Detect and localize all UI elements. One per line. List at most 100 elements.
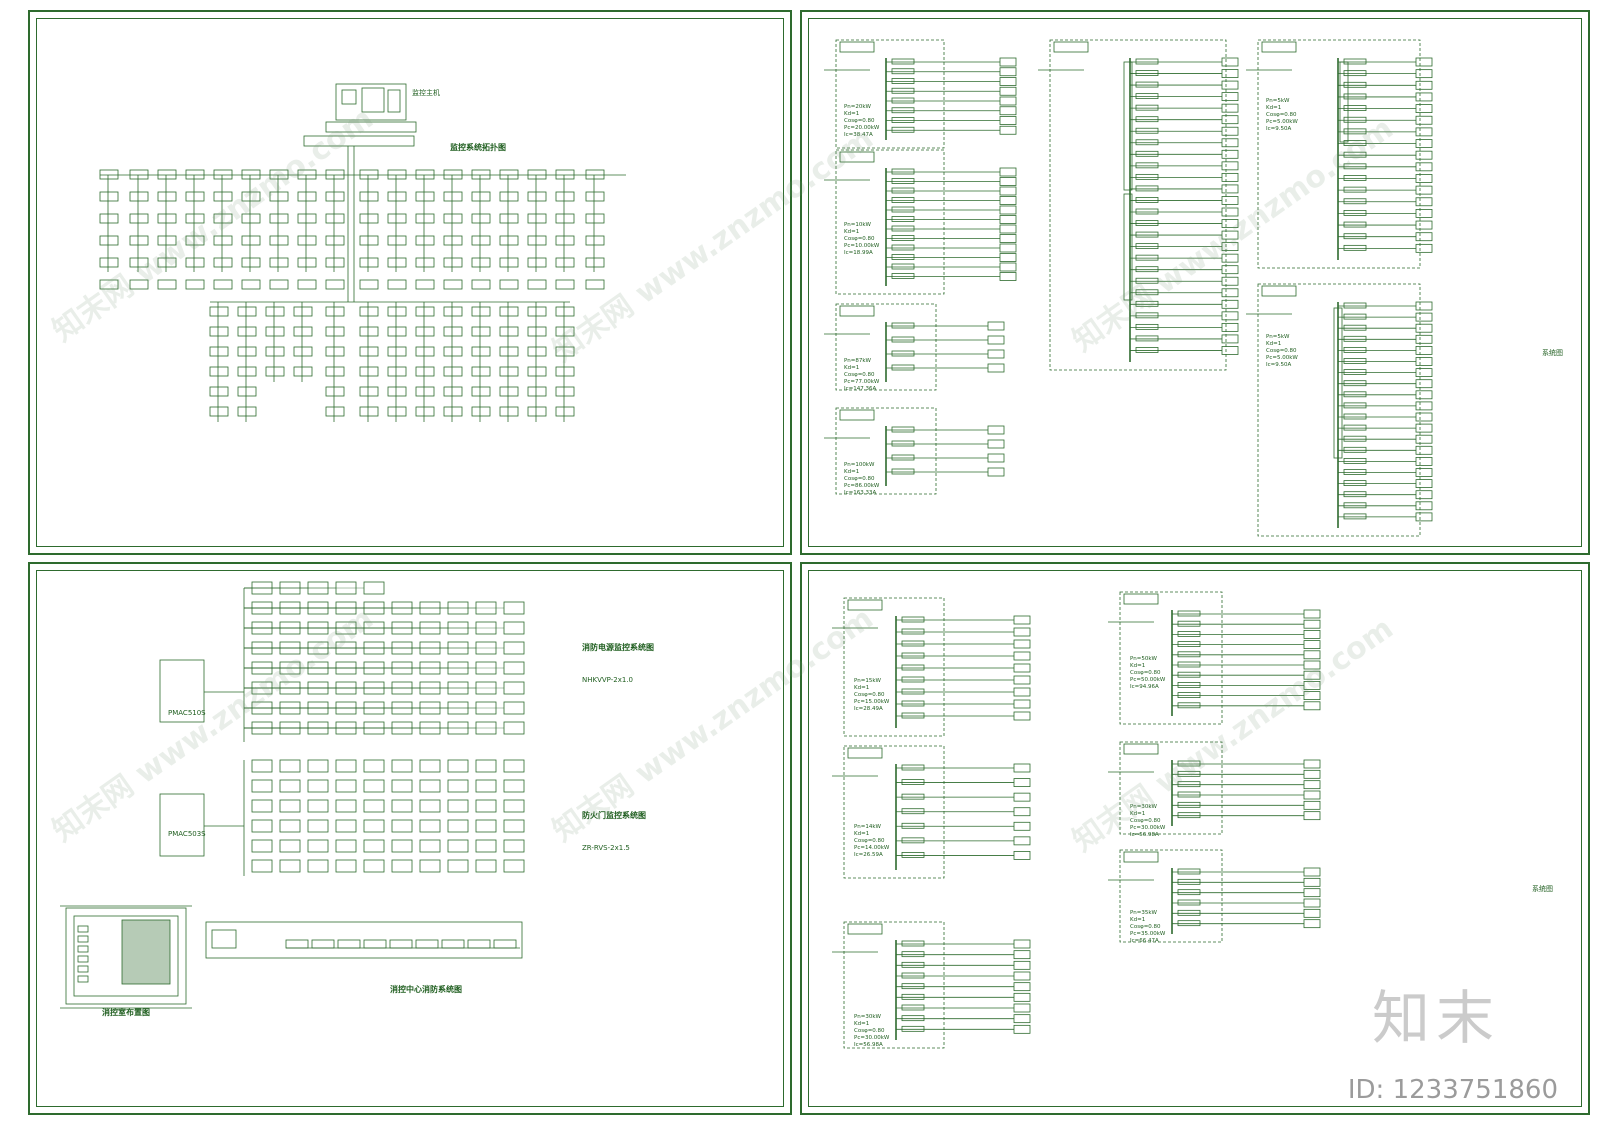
- feeder-tag: [987, 467, 1005, 477]
- meter-box: [415, 306, 435, 317]
- meter-box: [99, 191, 119, 202]
- meter-box: [209, 366, 229, 377]
- monitor-module: [363, 759, 385, 773]
- load-param-pn: Pn=5kW: [1266, 334, 1290, 340]
- feeder-tag: [1415, 345, 1433, 355]
- meter-box: [443, 366, 463, 377]
- breaker: [1343, 210, 1367, 216]
- breaker: [1343, 346, 1367, 353]
- feeder-tag: [1303, 670, 1321, 680]
- meter-box: [129, 191, 149, 202]
- meter-box: [443, 169, 463, 180]
- feeder-tag: [1013, 807, 1031, 817]
- breaker: [891, 225, 915, 232]
- feeder-tag: [1415, 390, 1433, 400]
- meter-box: [209, 306, 229, 317]
- breaker: [1343, 358, 1367, 364]
- monitor-module: [335, 859, 357, 873]
- breaker: [1135, 139, 1159, 146]
- breaker: [1135, 70, 1159, 76]
- breaker: [1135, 220, 1159, 226]
- sheet-frame: [36, 570, 784, 1107]
- feeder-tag: [1013, 851, 1031, 860]
- feeder-tag: [1303, 701, 1321, 711]
- topology-title: 监控系统拓扑图: [450, 143, 506, 152]
- panel-tag: [839, 409, 875, 421]
- meter-box: [499, 191, 519, 202]
- breaker: [1135, 312, 1159, 319]
- workstation-icon: [211, 929, 237, 949]
- feeder-tag: [999, 272, 1017, 281]
- load-param-ic: Ic=28.49A: [854, 706, 883, 712]
- load-param-kd: Kd=1: [1266, 341, 1282, 347]
- breaker: [1343, 513, 1367, 520]
- meter-box: [325, 386, 345, 397]
- breaker: [891, 117, 915, 123]
- sheet-footer: 系统图: [1532, 885, 1553, 893]
- feeder-tag: [1013, 982, 1031, 992]
- load-param-pn: Pn=100kW: [844, 462, 875, 468]
- panel-tag: [847, 923, 883, 935]
- breaker: [901, 676, 925, 683]
- meter-box: [555, 191, 575, 202]
- meter-box: [471, 279, 491, 290]
- breaker: [1135, 254, 1159, 261]
- feeder-tag: [1303, 898, 1321, 908]
- feeder-tag: [999, 205, 1017, 215]
- monitor-module: [279, 779, 301, 793]
- meter-box: [387, 366, 407, 377]
- load-param-kd: Kd=1: [844, 229, 860, 235]
- feeder-tag: [1221, 207, 1239, 217]
- meter-box: [213, 169, 233, 180]
- breaker: [1343, 244, 1367, 251]
- monitor-module: [391, 799, 413, 813]
- meter-box: [325, 191, 345, 202]
- breaker: [891, 244, 915, 251]
- feeder-tag: [1221, 219, 1239, 228]
- monitor-module: [251, 759, 273, 773]
- load-param-pc: Pc=30.00kW: [1130, 825, 1166, 831]
- feeder-tag: [1303, 650, 1321, 660]
- feeder-tag: [1415, 232, 1433, 242]
- cabinet: [77, 975, 89, 983]
- load-param-ic: Ic=38.47A: [844, 132, 873, 138]
- load-param-pc: Pc=35.00kW: [1130, 931, 1166, 937]
- meter-box: [265, 346, 285, 357]
- feeder-tag: [987, 425, 1005, 435]
- load-param-pn: Pn=20kW: [844, 104, 871, 110]
- feeder-tag: [1303, 811, 1321, 821]
- meter-box: [241, 213, 261, 224]
- feeder-tag: [1303, 769, 1321, 779]
- feeder-tag: [999, 116, 1017, 125]
- feeder-tag: [1415, 323, 1433, 333]
- brand-logo: 知末: [1371, 984, 1500, 1052]
- feeder-tag: [1013, 615, 1031, 625]
- distribution-panel: [835, 407, 937, 495]
- meter-box: [241, 169, 261, 180]
- feeder-tag: [1415, 139, 1433, 148]
- box: [387, 89, 401, 113]
- load-param-ic: Ic=56.98A: [854, 1042, 883, 1048]
- breaker: [901, 837, 925, 844]
- breaker: [1343, 70, 1367, 77]
- feeder-tag: [1221, 322, 1239, 332]
- breaker: [1135, 289, 1159, 296]
- load-param-cos: Cosφ=0.80: [854, 1028, 885, 1034]
- meter-box: [415, 169, 435, 180]
- subsystem-box: [337, 939, 361, 949]
- meter-box: [129, 169, 149, 180]
- feeder-tag: [999, 243, 1017, 253]
- monitor-module: [447, 779, 469, 793]
- meter-box: [213, 279, 233, 290]
- breaker: [891, 322, 915, 329]
- monitor-module: [251, 799, 273, 813]
- meter-box: [99, 235, 119, 246]
- panel-tag: [839, 41, 875, 53]
- monitor-module: [363, 839, 385, 853]
- feeder-tag: [1013, 971, 1031, 981]
- id-label: ID: 1233751860: [1347, 1075, 1558, 1105]
- breaker: [891, 178, 915, 184]
- breaker: [891, 97, 915, 104]
- meter-box: [443, 257, 463, 268]
- meter-box: [499, 257, 519, 268]
